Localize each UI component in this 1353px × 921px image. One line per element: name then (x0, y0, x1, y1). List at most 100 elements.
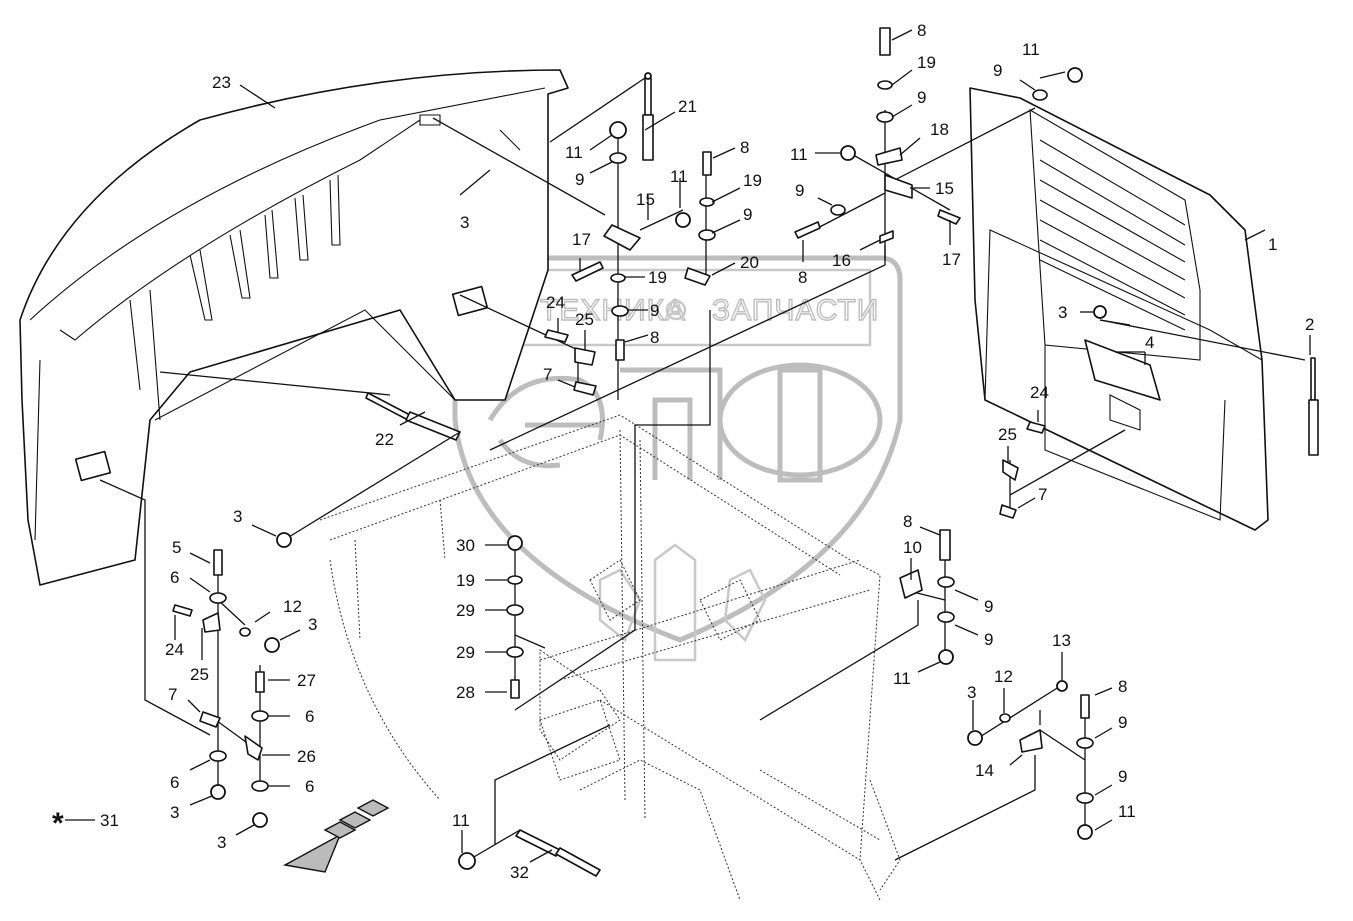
callout-c8c: 8 (917, 21, 926, 40)
nut-3 (967, 730, 983, 746)
nut-11 (1077, 824, 1093, 840)
callout-c13: 13 (1052, 631, 1071, 650)
callout-c11e: 11 (893, 669, 911, 688)
callout-c11g: 11 (452, 811, 470, 830)
washer-9 (698, 229, 716, 241)
bracket-10 (899, 569, 923, 599)
callout-c19d: 19 (456, 571, 475, 590)
callout-c2: 2 (1305, 315, 1314, 334)
washer-6 (251, 710, 269, 722)
washer-6 (251, 780, 269, 792)
callout-c11d: 11 (1022, 40, 1040, 59)
callout-c9a: 9 (575, 170, 584, 189)
latch-bracket-25 (574, 347, 596, 366)
grille-handle (1084, 339, 1161, 401)
watermark: ТЕХНИКА ЗАПЧАСТИ (452, 255, 903, 662)
hood-latch-pad (74, 450, 112, 482)
callout-c30: 30 (456, 536, 475, 555)
hood-panel (19, 69, 569, 586)
washer-9 (937, 576, 955, 588)
callout-c8b: 8 (650, 328, 659, 347)
nut-11 (840, 145, 856, 161)
callout-c20: 20 (740, 253, 759, 272)
washer-9 (1076, 737, 1094, 749)
callout-c19a: 19 (648, 268, 667, 287)
callout-c3b: 3 (1058, 303, 1067, 322)
callout-c7b: 7 (1038, 485, 1047, 504)
hinge-plate-15 (884, 174, 913, 199)
callout-c16: 16 (832, 251, 851, 270)
callout-c6b: 6 (305, 707, 314, 726)
gas-spring-2 (1308, 357, 1319, 456)
washer-9 (937, 611, 955, 623)
callout-c21: 21 (678, 97, 697, 116)
callout-c11c: 11 (790, 145, 808, 164)
bolt-8 (615, 339, 625, 361)
callout-c19c: 19 (917, 53, 936, 72)
callout-c29b: 29 (456, 643, 475, 662)
callout-c3a: 3 (460, 213, 469, 232)
bracket-18 (875, 147, 903, 166)
callout-c11b: 11 (670, 167, 688, 186)
bolt-5 (213, 549, 223, 576)
callout-c8e: 8 (903, 512, 912, 531)
callout-c5: 5 (172, 538, 181, 557)
callout-c7a: 7 (543, 365, 552, 384)
latch-bracket-25 (202, 612, 221, 633)
washer-19 (877, 80, 893, 90)
washer-19 (507, 575, 523, 585)
bolt-28 (510, 679, 520, 699)
latch-7 (999, 504, 1017, 519)
nut-13 (1056, 680, 1068, 692)
callout-c9h: 9 (984, 630, 993, 649)
nut-11 (458, 852, 476, 870)
watermark-emblem (598, 543, 767, 662)
callout-c26: 26 (297, 747, 316, 766)
latch-clip-24 (1026, 421, 1046, 434)
bolt-8 (879, 27, 891, 56)
callout-c22: 22 (375, 430, 394, 449)
bolt-27 (255, 671, 265, 693)
callout-c25b: 25 (998, 425, 1017, 444)
washer-9 (1032, 89, 1048, 101)
nut-3 (276, 532, 292, 548)
washer-6 (209, 592, 227, 604)
callout-c11f: 11 (1118, 802, 1136, 821)
callout-c6a: 6 (170, 568, 179, 587)
nut-11 (675, 212, 691, 228)
nut-11 (1067, 67, 1083, 83)
washer-9 (1076, 792, 1094, 804)
callout-c29a: 29 (456, 601, 475, 620)
callout-c18: 18 (930, 120, 949, 139)
callout-c12a: 12 (283, 597, 302, 616)
nut-3 (252, 812, 268, 828)
callout-c9b: 9 (743, 205, 752, 224)
grille-panel (969, 87, 1269, 531)
washer-9 (611, 305, 629, 317)
callout-c9f: 9 (993, 61, 1002, 80)
washer-9 (830, 204, 846, 216)
callout-c8f: 8 (1118, 677, 1127, 696)
callout-c17a: 17 (572, 230, 591, 249)
callout-c9g: 9 (984, 597, 993, 616)
legend-label: 31 (100, 811, 119, 830)
callout-c9i: 9 (1118, 713, 1127, 732)
bolt-8 (939, 529, 951, 561)
callout-c14: 14 (975, 761, 994, 780)
latch-7 (573, 381, 597, 396)
callout-c3e: 3 (170, 803, 179, 822)
callout-c12b: 12 (994, 667, 1013, 686)
latch-clip-24 (172, 604, 193, 617)
washer-19 (610, 273, 626, 283)
washer-29 (506, 646, 524, 658)
callout-c32: 32 (510, 863, 529, 882)
watermark-gear-icon (665, 299, 687, 321)
nut-3 (1093, 305, 1107, 319)
callout-c3d: 3 (308, 615, 317, 634)
watermark-text-right: ЗАПЧАСТИ (712, 294, 879, 327)
nut-3 (264, 637, 280, 653)
callout-c8d: 8 (798, 268, 807, 287)
bolt-17 (571, 261, 604, 282)
callout-labels: 23 21 3 11 9 15 11 17 19 8 19 9 20 24 25… (165, 21, 1314, 882)
